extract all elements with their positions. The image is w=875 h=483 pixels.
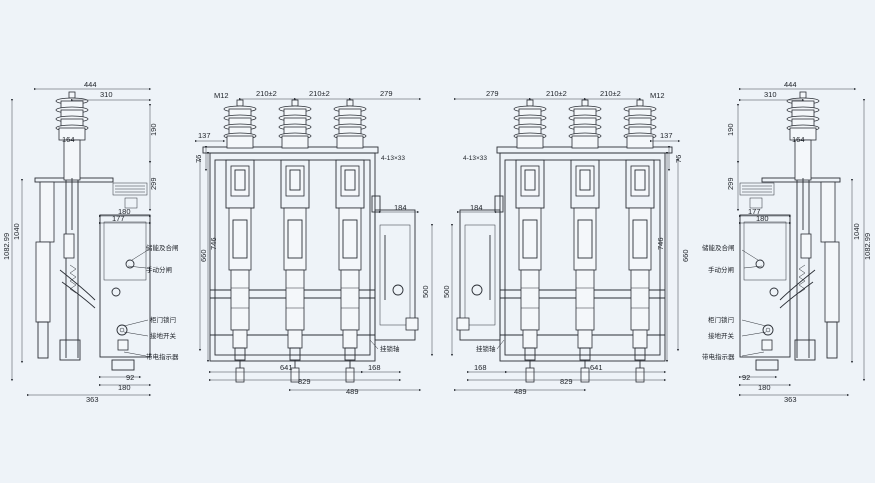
front-left-view — [202, 99, 419, 383]
dim-label: 180 — [756, 214, 769, 223]
callout-store-close: 储能及合闸 — [146, 243, 179, 252]
callout-cabinet-lock: 柜门锁闩 — [150, 315, 176, 324]
dim-label: 210±2 — [256, 89, 277, 98]
dim-label: 500 — [421, 285, 430, 298]
dim-label: 177 — [748, 207, 761, 216]
dim-label: 279 — [380, 89, 393, 98]
dim-label: 660 — [199, 249, 208, 262]
dim-label: 76 — [674, 155, 683, 163]
left-side-dims: 444 310 190 299 164 180 177 1040 1082.99… — [2, 80, 158, 404]
dim-label: 1082.99 — [863, 233, 872, 260]
dim-label: 489 — [346, 387, 359, 396]
dim-label: 363 — [86, 395, 99, 404]
dim-label: 164 — [62, 135, 75, 144]
dim-label: 279 — [486, 89, 499, 98]
dim-label: 190 — [149, 123, 158, 136]
left-side-view — [34, 91, 151, 371]
right-side-callouts: 储能及合闸 手动分闸 柜门锁闩 接地开关 带电指示器 — [702, 243, 767, 361]
callout-store-close: 储能及合闸 — [702, 243, 735, 252]
dim-label: 829 — [298, 377, 311, 386]
dim-label: 137 — [660, 131, 673, 140]
dim-label: 1082.99 — [2, 233, 11, 260]
dim-label: 444 — [784, 80, 797, 89]
callout-manual-open: 手动分闸 — [708, 265, 734, 274]
dim-label: 4-13×33 — [463, 155, 487, 162]
callout-ground-switch: 接地开关 — [708, 331, 735, 340]
dim-label: 746 — [656, 237, 665, 250]
dim-label: 444 — [84, 80, 97, 89]
dim-label: 177 — [112, 214, 125, 223]
callout-manual-open: 手动分闸 — [146, 265, 172, 274]
dim-label: 310 — [764, 90, 777, 99]
dim-label: 1040 — [852, 223, 861, 240]
dim-label: 92 — [126, 373, 134, 382]
dim-label: 180 — [118, 383, 131, 392]
front-right-mechanism — [459, 209, 501, 341]
dim-label: 641 — [590, 363, 603, 372]
dim-label: 76 — [194, 155, 203, 163]
left-side-callouts: 储能及合闸 手动分闸 柜门锁闩 接地开关 带电指示器 — [123, 243, 179, 361]
front-right-dims: 279 210±2 210±2 M12 4-13×33 137 76 184 7… — [442, 89, 690, 396]
callout-live-indicator: 带电指示器 — [702, 352, 735, 361]
right-side-dims: 444 310 190 299 164 177 180 1040 1082.99… — [726, 80, 872, 404]
dim-label: 500 — [442, 285, 451, 298]
callout-cabinet-lock: 柜门锁闩 — [708, 315, 734, 324]
right-side-view — [739, 91, 841, 371]
dim-label: 746 — [209, 237, 218, 250]
dim-label: 184 — [470, 203, 483, 212]
dim-label: 164 — [792, 135, 805, 144]
dim-label: 363 — [784, 395, 797, 404]
callout-hang-lock: 挂锁轴 — [380, 344, 400, 353]
callout-live-indicator: 带电指示器 — [146, 352, 179, 361]
front-right-view — [456, 99, 673, 383]
callout-ground-switch: 接地开关 — [150, 331, 177, 340]
dim-label: 310 — [100, 90, 113, 99]
dim-label: 299 — [149, 177, 158, 190]
dim-label: 489 — [514, 387, 527, 396]
dim-label: 210±2 — [309, 89, 330, 98]
dim-label: 299 — [726, 177, 735, 190]
front-left-dims: M12 210±2 210±2 279 137 76 4-13×33 184 7… — [194, 89, 434, 396]
dim-label: 184 — [394, 203, 407, 212]
dim-label: 829 — [560, 377, 573, 386]
dim-label: 190 — [726, 123, 735, 136]
dim-label: 641 — [280, 363, 293, 372]
dim-label: 210±2 — [546, 89, 567, 98]
left-side-panel — [99, 214, 151, 358]
dim-label: 4-13×33 — [381, 155, 405, 162]
dim-label: 168 — [368, 363, 381, 372]
dim-label: 92 — [742, 373, 750, 382]
dim-label: 210±2 — [600, 89, 621, 98]
front-left-mechanism — [374, 209, 416, 341]
callout-hang-lock: 挂锁轴 — [476, 344, 496, 353]
dim-label: M12 — [650, 91, 665, 100]
dim-label: 180 — [758, 383, 771, 392]
dim-label: 660 — [681, 249, 690, 262]
right-side-panel — [739, 214, 791, 358]
dim-label: 1040 — [12, 223, 21, 240]
dim-label: 168 — [474, 363, 487, 372]
dim-label: 180 — [118, 207, 131, 216]
dim-label: 137 — [198, 131, 211, 140]
dim-label: M12 — [214, 91, 229, 100]
